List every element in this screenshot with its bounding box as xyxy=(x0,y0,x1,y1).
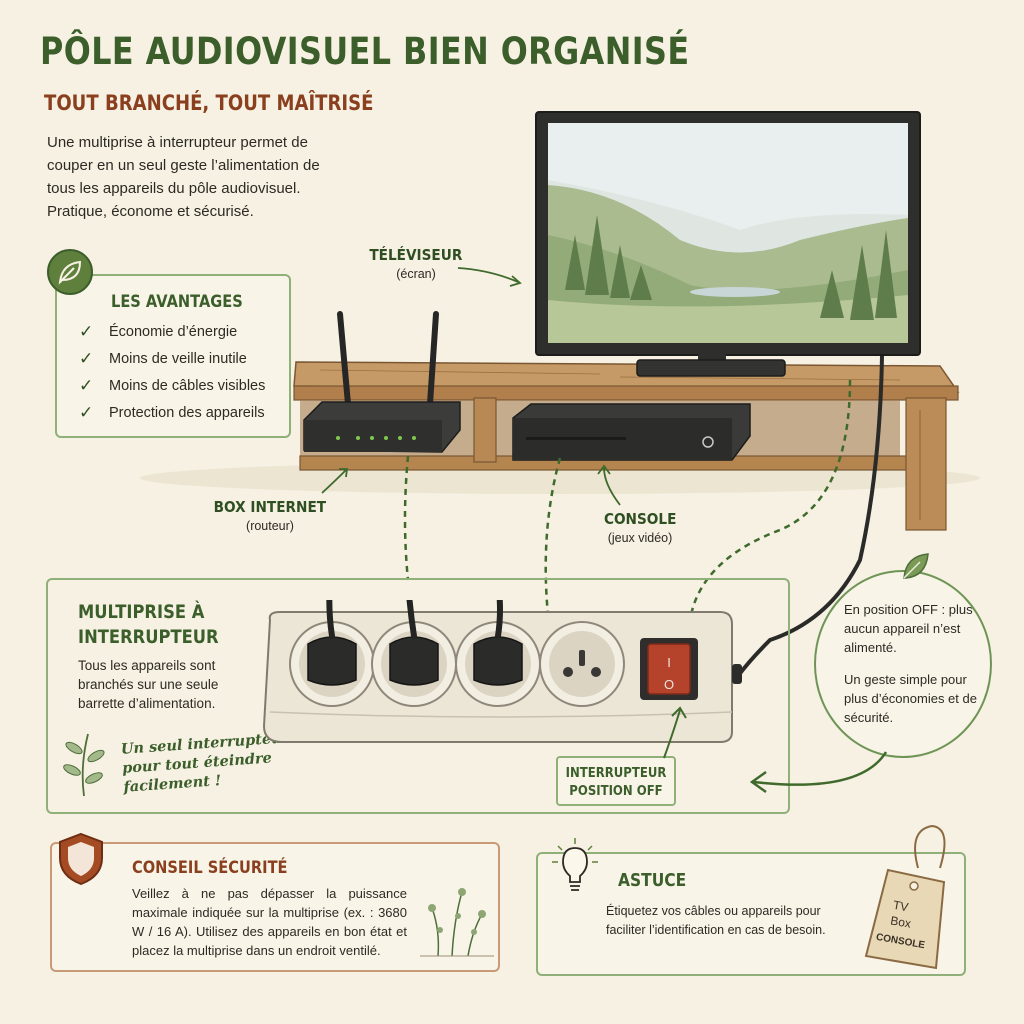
sprig-icon xyxy=(63,733,105,797)
check-icon: ✓ xyxy=(79,375,94,395)
switch-arrow xyxy=(663,706,687,759)
leaf-icon xyxy=(903,553,929,579)
check-icon: ✓ xyxy=(79,348,94,368)
page-subtitle: TOUT BRANCHÉ, TOUT MAÎTRISÉ xyxy=(44,91,374,115)
switch-mark-off: O xyxy=(664,677,674,692)
off-bubble: En position OFF : plus aucun appareil n’… xyxy=(814,570,992,758)
tv-label: TÉLÉVISEUR (écran) xyxy=(356,246,476,281)
off-bubble-text2: Un geste simple pour plus d’économies et… xyxy=(844,672,977,725)
check-icon: ✓ xyxy=(79,321,94,341)
console-label-name: CONSOLE xyxy=(603,510,677,528)
lightbulb-icon xyxy=(552,838,598,891)
router-label-name: BOX INTERNET xyxy=(213,498,327,516)
list-item: ✓Protection des appareils xyxy=(79,402,265,422)
tag-icon: TV Box CONSOLE xyxy=(864,824,946,970)
safety-title: CONSEIL SÉCURITÉ xyxy=(132,858,288,878)
power-strip-description: Tous les appareils sont branchés sur une… xyxy=(78,658,219,711)
tv-label-name: TÉLÉVISEUR xyxy=(369,246,463,264)
plant-icon xyxy=(420,888,494,957)
tv-label-sub: (écran) xyxy=(396,267,436,281)
advantages-panel: LES AVANTAGES ✓Économie d’énergie ✓Moins… xyxy=(55,274,291,438)
tag-line1: TV xyxy=(892,898,910,914)
advantages-title: LES AVANTAGES xyxy=(111,292,243,312)
tip-title: ASTUCE xyxy=(618,870,687,891)
tag-line2: Box xyxy=(889,913,912,930)
power-strip-panel: MULTIPRISE À INTERRUPTEUR Tous les appar… xyxy=(46,578,790,814)
power-strip-title: MULTIPRISE À INTERRUPTEUR xyxy=(78,601,219,648)
router-label: BOX INTERNET (routeur) xyxy=(196,498,344,533)
check-icon: ✓ xyxy=(79,402,94,422)
switch-label: INTERRUPTEUR POSITION OFF xyxy=(556,756,676,806)
router-label-sub: (routeur) xyxy=(246,519,294,533)
off-bubble-text1: En position OFF : plus aucun appareil n’… xyxy=(844,602,973,655)
power-strip: I O xyxy=(262,600,742,743)
page-title: PÔLE AUDIOVISUEL BIEN ORGANISÉ xyxy=(40,30,690,73)
advantages-list: ✓Économie d’énergie ✓Moins de veille inu… xyxy=(79,318,265,426)
list-item: ✓Économie d’énergie xyxy=(79,321,238,341)
console-label: CONSOLE (jeux vidéo) xyxy=(580,510,700,545)
switch-mark-on: I xyxy=(667,655,671,670)
console-label-sub: (jeux vidéo) xyxy=(607,531,673,545)
safety-panel: CONSEIL SÉCURITÉ Veillez à ne pas dépass… xyxy=(50,842,500,972)
tip-text: Étiquetez vos câbles ou appareils pour f… xyxy=(606,904,826,937)
switch-label-text: INTERRUPTEUR POSITION OFF xyxy=(565,766,667,799)
shield-icon xyxy=(59,832,103,886)
safety-text: Veillez à ne pas dépasser la puissance m… xyxy=(132,886,407,958)
off-bubble-arrow xyxy=(749,751,888,794)
leaf-icon xyxy=(47,249,93,295)
intro-text: Une multiprise à interrupteur permet de … xyxy=(47,134,320,220)
list-item: ✓Moins de câbles visibles xyxy=(79,375,266,395)
list-item: ✓Moins de veille inutile xyxy=(79,348,247,368)
